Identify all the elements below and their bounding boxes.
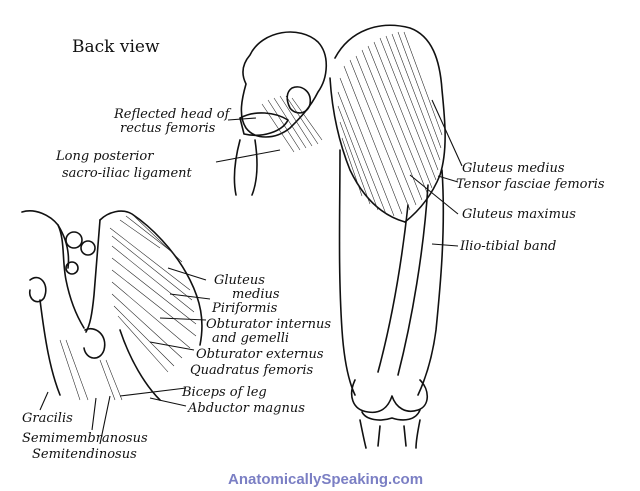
label-tensor-fasciae: Tensor fasciae femoris	[456, 177, 605, 192]
ischium-left	[83, 328, 106, 359]
ilium-outline	[240, 31, 328, 138]
pelvis-outline-right	[99, 210, 203, 346]
diagram-title: Back view	[72, 37, 160, 57]
sacral-foramen	[65, 231, 83, 249]
label-piriformis: Piriformis	[211, 301, 278, 316]
label-biceps: Biceps of leg	[181, 385, 267, 400]
label-quadratus: Quadratus femoris	[190, 363, 313, 378]
label-gluteus-medius-right: Gluteus medius	[462, 161, 565, 176]
reflected-head	[239, 112, 289, 136]
ischium-outline	[233, 139, 258, 196]
labels: Reflected head of rectus femoris Long po…	[22, 107, 605, 462]
thigh-lower-left	[39, 299, 161, 401]
label-gluteus-maximus: Gluteus maximus	[462, 207, 576, 222]
sacral-foramen	[65, 261, 79, 275]
label-reflected-head: Reflected head of	[113, 107, 232, 122]
label-semitendinosus: Semitendinosus	[32, 447, 137, 462]
label-abductor: Abductor magnus	[187, 401, 305, 416]
thigh-left-outline	[338, 149, 356, 396]
label-medius: medius	[232, 287, 280, 302]
label-ilio-tibial: Ilio-tibial band	[459, 239, 556, 254]
deep-muscle-fibers	[59, 215, 197, 401]
gluteal-outline	[334, 24, 446, 223]
leg-figure	[233, 24, 446, 449]
label-semimembranosus: Semimembranosus	[22, 431, 148, 446]
label-gluteus: Gluteus	[214, 273, 265, 288]
label-long-posterior: Long posterior	[55, 149, 154, 164]
watermark: AnatomicallySpeaking.com	[228, 471, 423, 488]
pelvis-figure	[21, 210, 203, 401]
label-obturator-internus: Obturator internus	[206, 317, 331, 332]
femur-band	[377, 184, 429, 376]
ligament-lines	[261, 95, 323, 153]
thigh-right-outline	[417, 169, 445, 396]
label-gemelli: and gemelli	[212, 331, 289, 346]
knee-outline	[351, 379, 429, 414]
leg-below-knee	[359, 419, 421, 449]
gluteus-fibers	[337, 31, 443, 217]
sacrum-outline	[57, 219, 101, 333]
hip-socket	[28, 276, 47, 303]
label-rectus-femoris: rectus femoris	[120, 121, 216, 136]
leader-lines	[39, 99, 463, 445]
label-sacro-iliac: sacro-iliac ligament	[62, 166, 193, 181]
label-gracilis: Gracilis	[22, 411, 73, 426]
gluteal-inner	[329, 77, 406, 223]
sacral-foramen	[80, 240, 96, 256]
acetabulum-outline	[286, 86, 312, 114]
knee-lower	[361, 409, 421, 421]
label-obturator-externus: Obturator externus	[196, 347, 324, 362]
